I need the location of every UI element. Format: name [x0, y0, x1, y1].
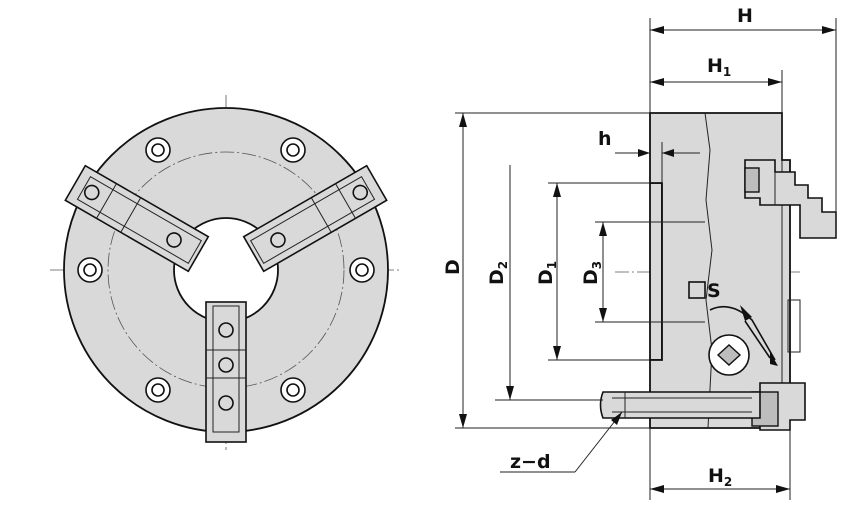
bolt-hole	[77, 257, 103, 283]
bolt-holes	[77, 137, 375, 403]
leader-zd	[500, 411, 623, 473]
jaw-upper-left	[64, 164, 210, 273]
square-symbol-icon	[688, 281, 706, 299]
jaw-screw	[218, 322, 234, 338]
jaw-upper-right-body	[242, 164, 388, 273]
label-D2: D2	[486, 261, 510, 285]
side-top-jaw	[744, 159, 837, 239]
dimension-H	[649, 18, 837, 238]
dimension-D	[455, 112, 650, 429]
jaw-screw	[218, 357, 234, 373]
arrow-icon	[740, 305, 752, 321]
label-H: H	[737, 5, 753, 27]
label-D: D	[442, 259, 464, 275]
dimension-H1	[650, 70, 783, 160]
key-square	[716, 344, 742, 366]
bolt-hole	[280, 377, 306, 403]
arrow-icon	[770, 352, 778, 366]
side-rear-tab	[787, 299, 801, 353]
jaw-upper-right	[242, 164, 388, 273]
side-bolt-shank	[599, 391, 761, 419]
label-S: S	[707, 280, 721, 302]
label-zd: z−d	[510, 451, 551, 473]
side-view: H H1 H2 h S z−d D D2 D1 D3	[442, 5, 837, 500]
label-D1: D1	[535, 261, 559, 285]
label-H1: H1	[707, 55, 731, 79]
jaw-bottom	[205, 301, 247, 443]
jaw-screw	[218, 395, 234, 411]
bolt-hole	[349, 257, 375, 283]
dimension-h	[615, 142, 700, 183]
dimension-D3	[595, 221, 705, 323]
dimension-D2	[495, 165, 603, 401]
bolt-hole	[145, 377, 171, 403]
jaw-upper-left-body	[64, 164, 210, 273]
jaw-screw	[352, 184, 369, 201]
jaw-screw	[83, 184, 100, 201]
label-D3: D3	[580, 261, 604, 285]
bolt-hole	[145, 137, 171, 163]
side-bolt	[599, 391, 761, 419]
bolt-hole	[280, 137, 306, 163]
dimension-D1	[548, 182, 650, 361]
side-recess	[649, 182, 663, 361]
jaws	[64, 164, 388, 443]
label-H2: H2	[708, 465, 732, 489]
jaw-screw	[166, 232, 182, 248]
label-h: h	[598, 128, 612, 150]
side-top-jaw-slot	[744, 167, 760, 193]
dimension-H2	[649, 428, 791, 500]
jaw-screw	[270, 232, 286, 248]
side-key-socket	[688, 281, 778, 376]
front-view	[50, 95, 400, 450]
